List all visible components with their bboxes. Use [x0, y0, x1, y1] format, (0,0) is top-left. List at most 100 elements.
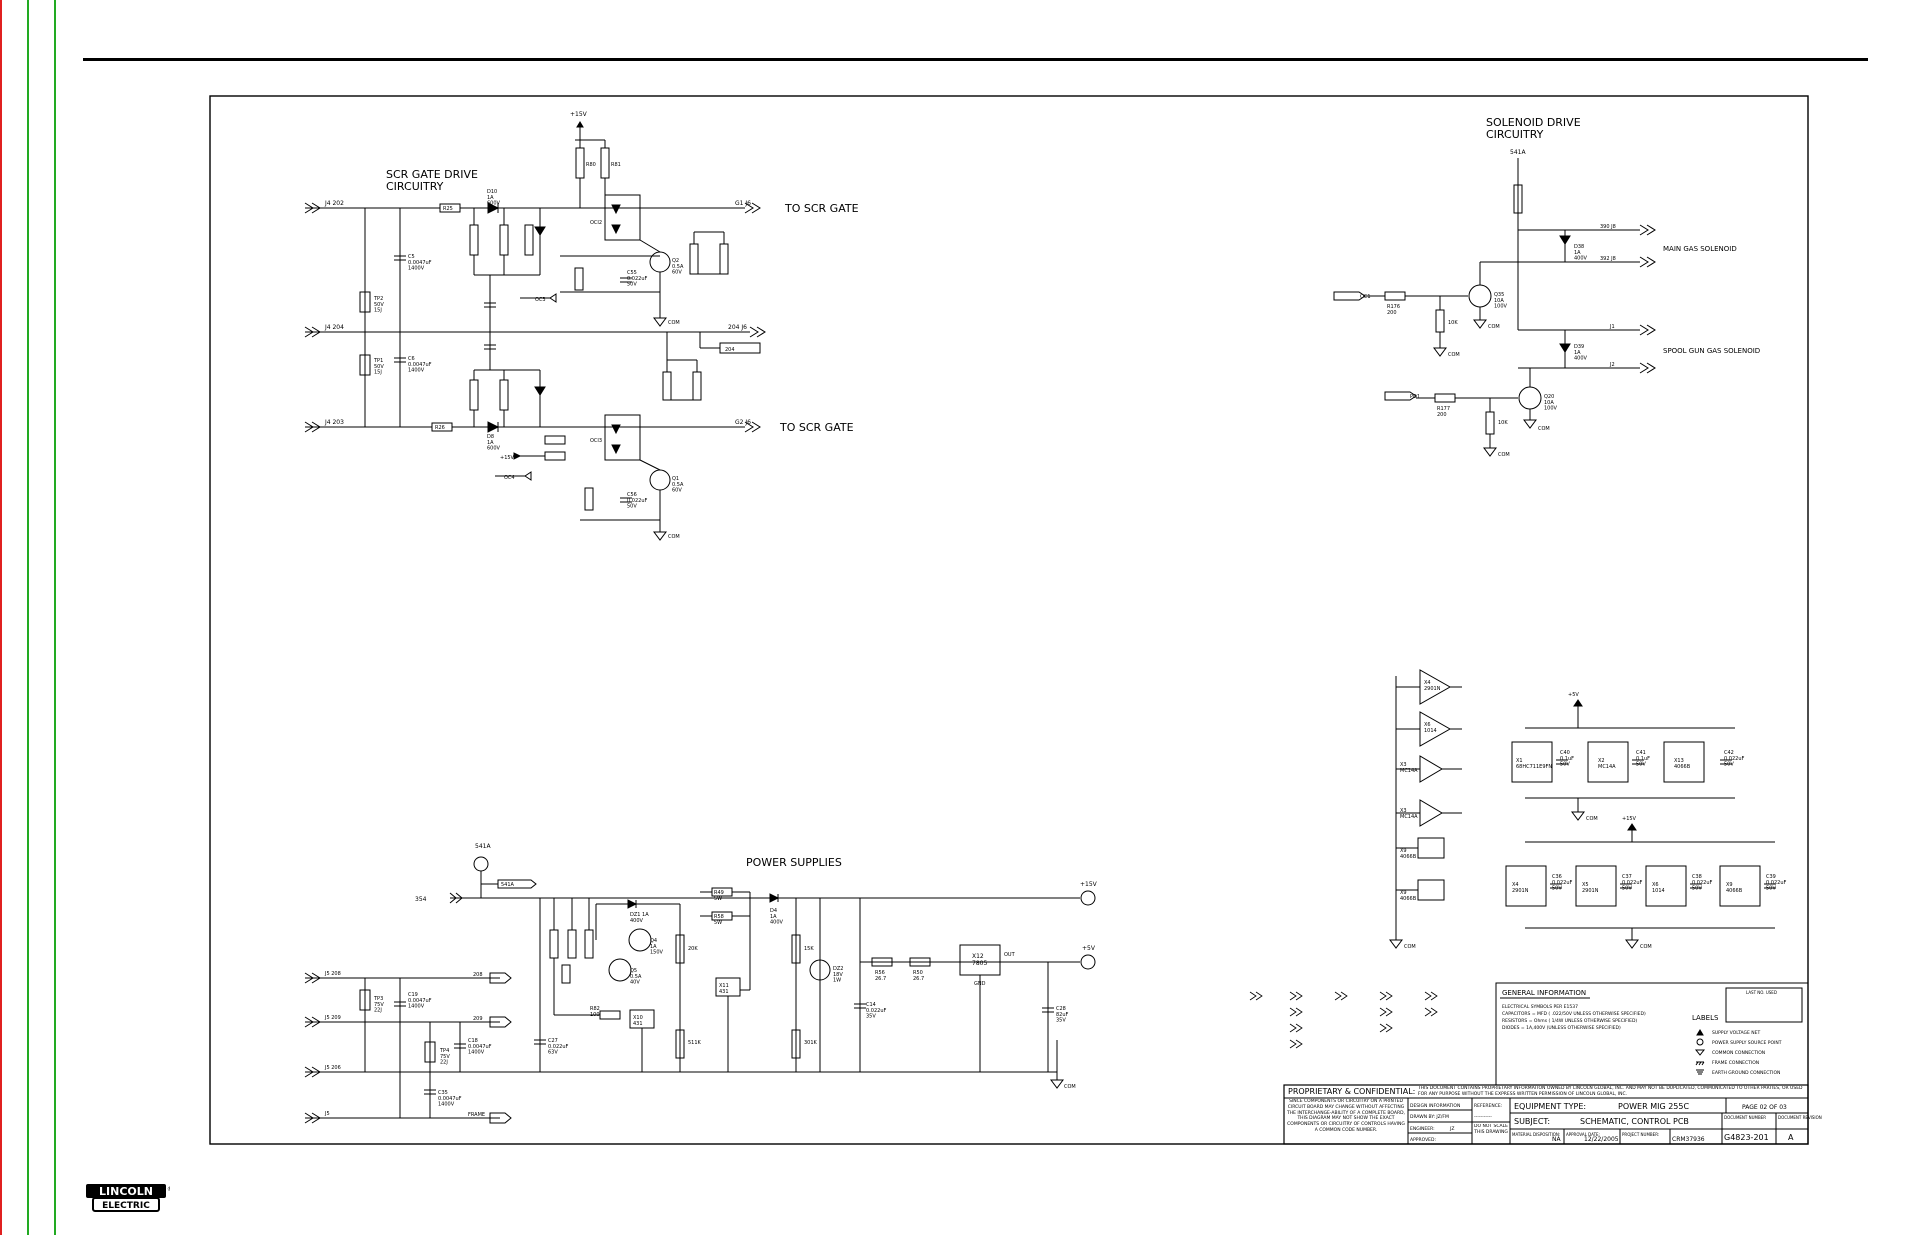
main-gas-label: MAIN GAS SOLENOID — [1663, 245, 1737, 253]
tb-project: PROJECT NUMBER: — [1622, 1132, 1659, 1137]
net-204b: 204 — [725, 347, 735, 353]
x12-out: OUT — [1004, 952, 1016, 958]
net-392: 392 J8 — [1600, 256, 1616, 262]
gi-line-0: ELECTRICAL SYMBOLS PER E1537 — [1502, 1004, 1578, 1010]
out-209: 209 — [473, 1016, 483, 1022]
tb-doc-revision: DOCUMENT REVISION — [1778, 1115, 1822, 1120]
scr-title-2: CIRCUITRY — [386, 180, 444, 193]
net-g2: G2 J6 — [735, 419, 751, 426]
net-j5: J5 — [324, 1111, 330, 1117]
r48-label: 20K — [688, 946, 698, 952]
com-logic-1: COM — [1404, 944, 1416, 950]
logo-line1: LINCOLN — [99, 1185, 153, 1198]
sol-title-2: CIRCUITRY — [1486, 128, 1544, 141]
tb-reference-val: ----------- — [1474, 1115, 1492, 1120]
com-logic-3: COM — [1640, 944, 1652, 950]
page-edge-green-right — [54, 0, 56, 1235]
page-edge-red — [0, 0, 2, 1235]
r52-label: 301K — [804, 1040, 818, 1046]
tb-proprietary-text: THIS DOCUMENT CONTAINS PROPRIETARY INFOR… — [1418, 1086, 1803, 1097]
spool-gun-label: SPOOL GUN GAS SOLENOID — [1663, 347, 1760, 355]
com-sol-2: COM — [1448, 352, 1460, 358]
com-logic-2: COM — [1586, 816, 1598, 822]
p5v-logic: +5V — [1568, 692, 1579, 698]
net-209: J5 209 — [324, 1015, 341, 1021]
r541a-top: 541A — [1510, 149, 1526, 156]
gi-label-1: POWER SUPPLY SOURCE POINT — [1712, 1040, 1782, 1046]
oci2-label: OCI2 — [590, 220, 602, 226]
r541a-ps: 541A — [475, 843, 491, 850]
r80-label: R80 — [586, 162, 596, 168]
oc4-label: OC4 — [504, 475, 515, 481]
com-scr-2: COM — [668, 534, 680, 540]
tb-material-val: NA — [1552, 1136, 1561, 1143]
gi-title: GENERAL INFORMATION — [1502, 989, 1586, 997]
tb-approved: APPROVED: — [1410, 1137, 1436, 1143]
tb-approval-val: 12/22/2005 — [1584, 1136, 1619, 1143]
oc3-label: OC3 — [535, 297, 546, 303]
p5-out: +5V — [1082, 945, 1096, 952]
tb-doc-number: DOCUMENT NUMBER — [1724, 1115, 1766, 1120]
net-208: J5 208 — [324, 971, 341, 977]
tb-approval: APPROVAL DATE: — [1566, 1132, 1600, 1137]
tb-do-not-scale: DO NOT SCALE THIS DRAWING — [1474, 1124, 1508, 1135]
tb-subject-val: SCHEMATIC, CONTROL PCB — [1580, 1117, 1689, 1126]
gi-label-4: EARTH GROUND CONNECTION — [1712, 1070, 1780, 1076]
tb-page: PAGE 02 OF 03 — [1742, 1104, 1787, 1111]
to-scr-gate-1: TO SCR GATE — [784, 202, 859, 215]
gi-line-3: DIODES = 1A,400V (UNLESS OTHERWISE SPECI… — [1502, 1025, 1621, 1031]
net-g1: G1 J6 — [735, 200, 751, 207]
tb-equipment-val: POWER MIG 255C — [1618, 1102, 1689, 1111]
tb-drawn-by: DRAWN BY: JZ/FM — [1410, 1114, 1449, 1120]
p15v-logic: +15V — [1622, 816, 1637, 822]
tb-subject: SUBJECT: — [1514, 1117, 1550, 1126]
p15-mid: +15V — [500, 455, 515, 461]
tb-design-info: DESIGN INFORMATION — [1410, 1103, 1460, 1109]
com-sol-3: COM — [1538, 426, 1550, 432]
r51-label: 15K — [804, 946, 814, 952]
tb-material: MATERIAL DISPOSITION: — [1512, 1132, 1560, 1137]
oci3-label: OCI3 — [590, 438, 602, 444]
tb-disclaimer: SINCE COMPONENTS OR CIRCUITRY ON A PRINT… — [1287, 1099, 1405, 1133]
r12a-label: 10K — [1498, 420, 1508, 426]
power-title: POWER SUPPLIES — [746, 856, 842, 869]
logo-line2: ELECTRIC — [102, 1201, 150, 1211]
com-sol-1: COM — [1488, 324, 1500, 330]
